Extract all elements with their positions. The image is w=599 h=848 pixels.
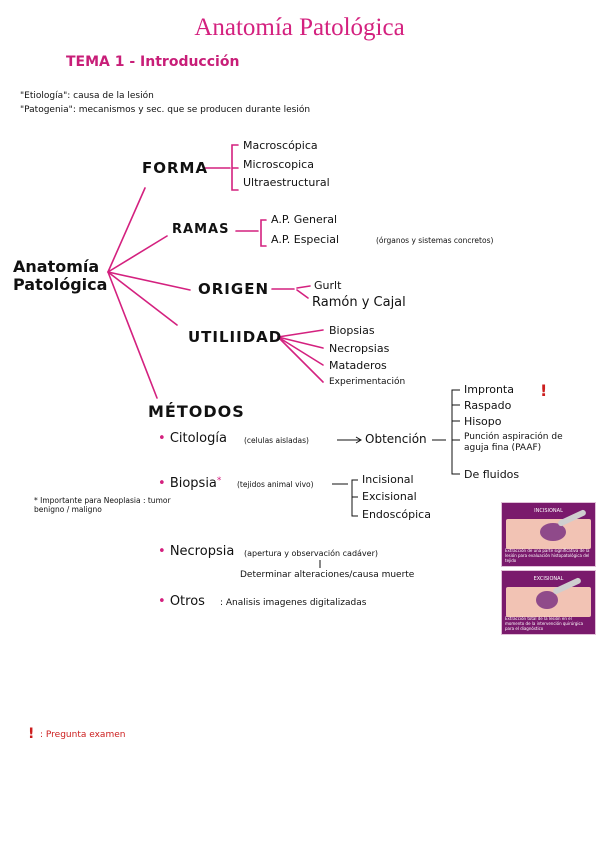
otros-note: : Analisis imagenes digitalizadas [220,598,367,608]
biopsia-item: Incisional [362,473,414,486]
biopsia-asterisk: * [216,476,222,486]
utilidad-item: Experimentación [329,377,406,387]
methods-heading: MÉTODOS [148,402,245,421]
necropsia-note: (apertura y observación cadáver) [244,549,378,558]
definition-etiologia: "Etiología": causa de la lesión [20,91,154,101]
ramas-note: (órganos y sistemas concretos) [376,236,494,245]
connector-origen [107,271,191,291]
exam-legend: : Pregunta examen [40,730,126,740]
origen-item: Ramón y Cajal [312,295,406,310]
biopsia-label: Biopsia [169,476,217,491]
exam-marker: ! [540,381,548,400]
otros-label: Otros [169,594,205,609]
citologia-item: Raspado [464,399,512,412]
forma-item: Microscopica [243,158,314,171]
utilidad-item: Necropsias [329,342,390,355]
citologia-item: Hisopo [464,415,502,428]
forma-item: Ultraestructural [243,176,330,189]
citologia-label: Citología [169,431,227,446]
biopsia-item: Excisional [362,490,417,503]
citologia-item: Impronta [464,383,514,396]
thumbnail-label: EXCISIONAL [533,576,564,582]
utilidad-item: Mataderos [329,359,387,372]
branch-utilidad: UTILIIDAD [188,328,283,346]
exam-marker: ! [28,726,35,742]
thumbnail-label: INCISIONAL [534,508,563,514]
branch-origen: ORIGEN [198,280,269,298]
citologia-note: (celulas aisladas) [244,436,309,445]
thumbnail-caption: Extracción total de la lesión en el mome… [505,616,584,631]
incisional-biopsy-image: INCISIONAL Extracción de una parte signi… [501,502,596,567]
mindmap-root: Anatomía Patológica [13,257,108,294]
connector-ramas [107,235,168,273]
topic-subtitle: TEMA 1 - Introducción [66,54,240,70]
necropsia-label: Necropsia [169,544,235,559]
excisional-biopsy-image: EXCISIONAL Extracción total de la lesión… [501,570,596,635]
thumbnail-caption: Extracción de una parte significativa de… [505,548,590,563]
connector-utilidad [107,271,178,326]
branch-ramas: RAMAS [172,222,230,237]
citologia-item: De fluidos [464,468,520,481]
biopsia-note: (tejidos animal vivo) [237,480,314,489]
biopsia-side-note: * Importante para Neoplasia : tumor beni… [34,496,171,514]
ramas-item: A.P. General [271,213,338,226]
connector-metodos [107,271,158,399]
necropsia-subnote: Determinar alteraciones/causa muerte [240,570,415,580]
origen-item: Gurlt [314,279,342,292]
connector-forma [107,187,146,273]
forma-item: Macroscópica [243,139,318,152]
citologia-result: Obtención [365,432,427,446]
branch-forma: FORMA [142,159,209,177]
citologia-item: Punción aspiración de aguja fina (PAAF) [464,432,563,453]
ramas-item: A.P. Especial [271,233,340,246]
biopsia-item: Endoscópica [362,508,431,521]
definition-patogenia: "Patogenia": mecanismos y sec. que se pr… [20,105,311,115]
utilidad-item: Biopsias [329,324,375,337]
page-title: Anatomía Patológica [194,14,405,41]
